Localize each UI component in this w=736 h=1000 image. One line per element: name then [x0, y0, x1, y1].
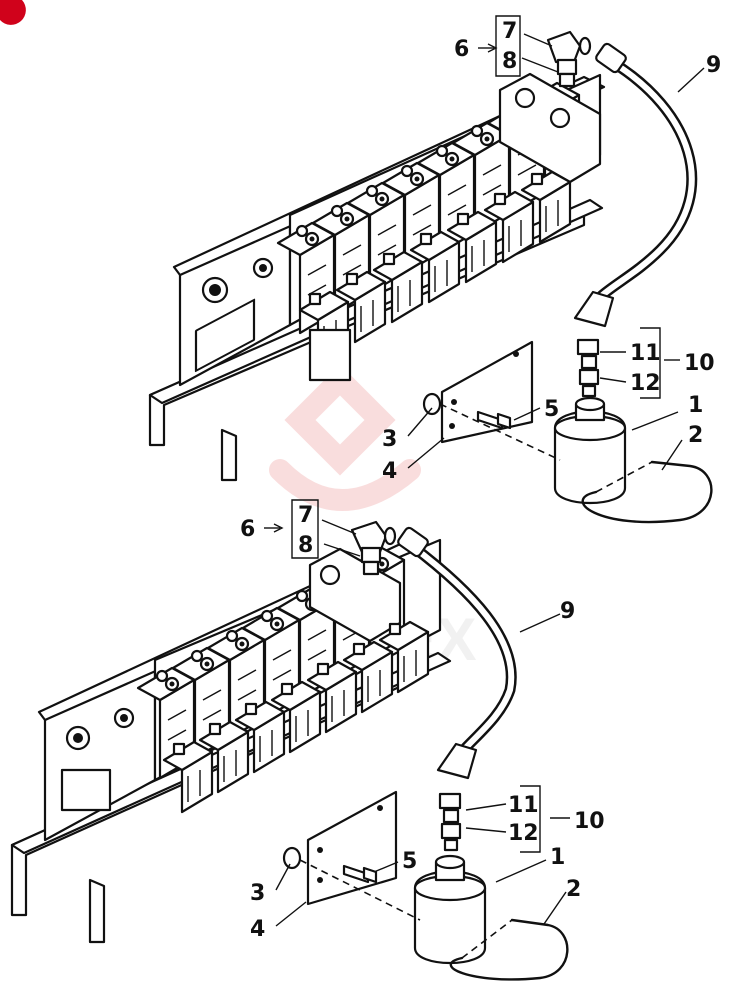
callout-4: 4 — [382, 459, 397, 484]
hose-bottom — [397, 526, 517, 780]
callout-6: 6 — [454, 37, 469, 62]
callout-10: 10 — [574, 809, 605, 834]
callout-9: 9 — [560, 599, 575, 624]
callout-12: 12 — [508, 821, 539, 846]
callout-3: 3 — [382, 427, 397, 452]
callout-6: 6 — [240, 517, 255, 542]
u-bolt-bottom — [449, 918, 569, 981]
accumulator-top — [553, 396, 627, 504]
leader-lines-bottom — [264, 499, 570, 927]
bracket-plate-top — [440, 340, 534, 444]
u-bolt-top — [581, 460, 713, 524]
callout-7: 7 — [502, 19, 517, 44]
adapter-bottom — [438, 792, 462, 852]
callout-8: 8 — [502, 49, 517, 74]
callout-1: 1 — [688, 393, 703, 418]
assembly-top: 1 2 3 4 5 6 7 8 9 10 11 12 — [148, 15, 721, 524]
hose-top — [573, 42, 698, 328]
callout-11: 11 — [508, 793, 539, 818]
callout-5: 5 — [544, 397, 559, 422]
elbow-fitting-bottom — [350, 520, 397, 576]
callout-2: 2 — [688, 423, 703, 448]
callout-5: 5 — [402, 849, 417, 874]
callout-3: 3 — [250, 881, 265, 906]
callout-8: 8 — [298, 533, 313, 558]
bolt-top — [476, 410, 512, 430]
callout-2: 2 — [566, 877, 581, 902]
callout-9: 9 — [706, 53, 721, 78]
elbow-fitting-top — [546, 30, 592, 88]
adapter-top — [576, 338, 600, 398]
corner-marker — [0, 0, 26, 25]
callout-12: 12 — [630, 371, 661, 396]
bolt-bottom — [342, 864, 378, 884]
callout-4: 4 — [250, 917, 265, 942]
leader-lines-top — [407, 15, 705, 471]
callout-1: 1 — [550, 845, 565, 870]
accumulator-bottom — [413, 854, 487, 964]
control-valve-stack — [172, 72, 606, 387]
washer-bottom — [282, 846, 302, 870]
callout-7: 7 — [298, 503, 313, 528]
washer-top — [422, 392, 442, 416]
assembly-bottom: 1 2 3 4 5 6 7 8 9 10 11 12 — [10, 499, 605, 981]
bracket-plate-bottom — [306, 790, 398, 906]
callout-10: 10 — [684, 351, 715, 376]
callout-11: 11 — [630, 341, 661, 366]
control-valve-stack — [37, 538, 442, 842]
